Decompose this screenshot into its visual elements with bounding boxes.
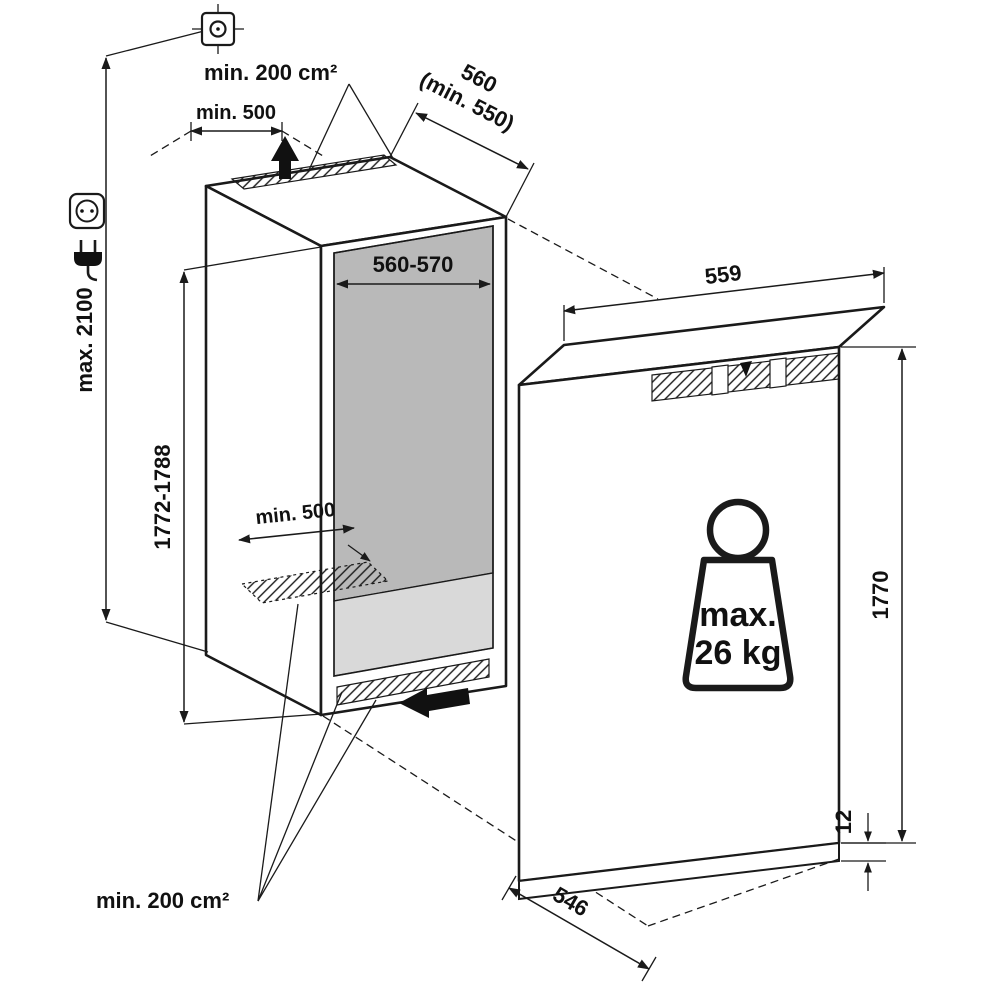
pointer-line [307, 83, 350, 173]
floor-duct-hatch [240, 561, 390, 604]
dimension-label: 1772-1788 [150, 444, 175, 549]
top-vent-label: min. 200 cm² [204, 60, 395, 173]
pointer-line [257, 691, 343, 902]
witness-line [505, 162, 535, 218]
weight-label: max. [699, 596, 777, 634]
socket-hole [80, 209, 84, 213]
plug-body [74, 252, 102, 266]
dimension-label: 12 [831, 810, 856, 834]
slide-path-bottom-right [647, 858, 840, 927]
earth-symbol-dot [216, 27, 220, 31]
dimension-label: 1770 [868, 571, 893, 620]
dimension-label: 559 [703, 260, 742, 289]
earth-symbol-circle [209, 20, 227, 38]
vent-area-label: min. 200 cm² [204, 60, 337, 85]
witness-line [105, 30, 205, 57]
airflow-up-arrow [271, 136, 299, 179]
slide-path-top [507, 218, 659, 300]
pointer-arrow [347, 544, 371, 562]
weight-icon: max. 26 kg [682, 498, 794, 692]
weight-body [682, 556, 794, 692]
plug-cable [86, 266, 98, 282]
weight-label: 26 kg [695, 634, 782, 672]
dimension-line [563, 269, 885, 315]
plug-icon [74, 240, 102, 282]
socket-hole [90, 209, 94, 213]
door-gap-dimension: 12 [831, 810, 886, 891]
max-height-dimension: max. 2100 [72, 30, 209, 653]
hinge-detail [651, 352, 840, 402]
niche-height-dimension: 1772-1788 [150, 246, 323, 725]
hinge-gap [769, 357, 787, 389]
vent-area-label: min. 200 cm² [96, 888, 229, 913]
earth-symbol [192, 4, 244, 54]
dimension-line [508, 887, 650, 970]
dimension-line [238, 524, 355, 544]
witness-line [183, 713, 323, 725]
appliance: max. 26 kg [517, 305, 886, 901]
construction-line [281, 130, 324, 157]
socket-icon [68, 192, 106, 230]
appliance-width-dimension: 559 [563, 260, 885, 341]
dimension-line [415, 112, 529, 170]
construction-line [149, 130, 192, 157]
niche-width-dimension: 560-570 [336, 252, 491, 289]
witness-line [105, 621, 209, 653]
airflow-in-arrow [399, 688, 470, 718]
bottom-vent-label: min. 200 cm² [96, 603, 377, 913]
dimension-label: 560-570 [373, 252, 454, 277]
weight-knob [706, 498, 770, 562]
witness-line [389, 102, 419, 158]
pointer-line [257, 699, 377, 902]
appliance-door [517, 345, 841, 883]
top-vent-hatch [230, 154, 398, 190]
socket-plate [68, 192, 106, 230]
slide-path-lines [322, 218, 659, 927]
dimension-label: min. 500 [196, 102, 276, 124]
dimension-label: max. 2100 [72, 287, 97, 392]
witness-line [183, 246, 322, 271]
pointer-line [348, 83, 395, 161]
niche-back-wall [333, 225, 494, 602]
socket-well [75, 199, 99, 223]
pointer-line [257, 603, 299, 902]
hinge-notch [740, 361, 752, 377]
top-clearance-dimension: min. 500 [149, 102, 324, 157]
niche-left-face [204, 184, 323, 717]
niche [204, 136, 508, 718]
bottom-vent-hatch [336, 658, 490, 706]
hinge-gap [711, 364, 729, 396]
